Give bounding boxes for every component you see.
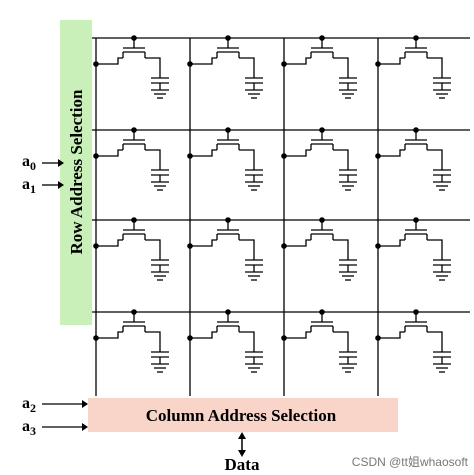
memory-cells bbox=[93, 35, 451, 373]
address-subscript: 3 bbox=[30, 424, 36, 438]
memory-cell bbox=[93, 35, 169, 99]
row-address-selection-block bbox=[60, 20, 92, 325]
memory-cell bbox=[187, 217, 263, 281]
memory-cell bbox=[93, 127, 169, 191]
address-letter: a bbox=[22, 395, 30, 412]
memory-cell bbox=[281, 217, 357, 281]
address-input-a3: a3 bbox=[22, 418, 88, 438]
watermark: CSDN @tt姐whaosoft bbox=[352, 455, 469, 469]
memory-cell bbox=[93, 309, 169, 373]
data-arrow-icon bbox=[238, 432, 246, 457]
memory-cell bbox=[375, 35, 451, 99]
address-input-a1: a1 bbox=[22, 176, 64, 196]
memory-cell bbox=[375, 127, 451, 191]
memory-cell bbox=[187, 309, 263, 373]
address-letter: a bbox=[22, 176, 30, 193]
memory-cell bbox=[281, 35, 357, 99]
svg-text:a3: a3 bbox=[22, 418, 36, 438]
memory-cell bbox=[281, 127, 357, 191]
memory-cell bbox=[187, 35, 263, 99]
memory-cell bbox=[375, 217, 451, 281]
memory-cell bbox=[375, 309, 451, 373]
data-label: Data bbox=[225, 455, 260, 474]
address-input-a0: a0 bbox=[22, 153, 64, 173]
svg-text:a2: a2 bbox=[22, 395, 36, 415]
row-address-selection-label: Row Address Selection bbox=[67, 89, 86, 255]
memory-cell bbox=[187, 127, 263, 191]
address-letter: a bbox=[22, 418, 30, 435]
address-subscript: 2 bbox=[30, 401, 36, 415]
address-subscript: 0 bbox=[30, 159, 36, 173]
column-address-selection-label: Column Address Selection bbox=[146, 406, 337, 425]
memory-cell bbox=[281, 309, 357, 373]
address-input-a2: a2 bbox=[22, 395, 88, 415]
column-address-selection-block bbox=[88, 398, 398, 432]
grid-lines bbox=[92, 37, 470, 396]
svg-text:a1: a1 bbox=[22, 176, 36, 196]
address-subscript: 1 bbox=[30, 182, 36, 196]
memory-cell bbox=[93, 217, 169, 281]
svg-text:a0: a0 bbox=[22, 153, 36, 173]
address-letter: a bbox=[22, 153, 30, 170]
